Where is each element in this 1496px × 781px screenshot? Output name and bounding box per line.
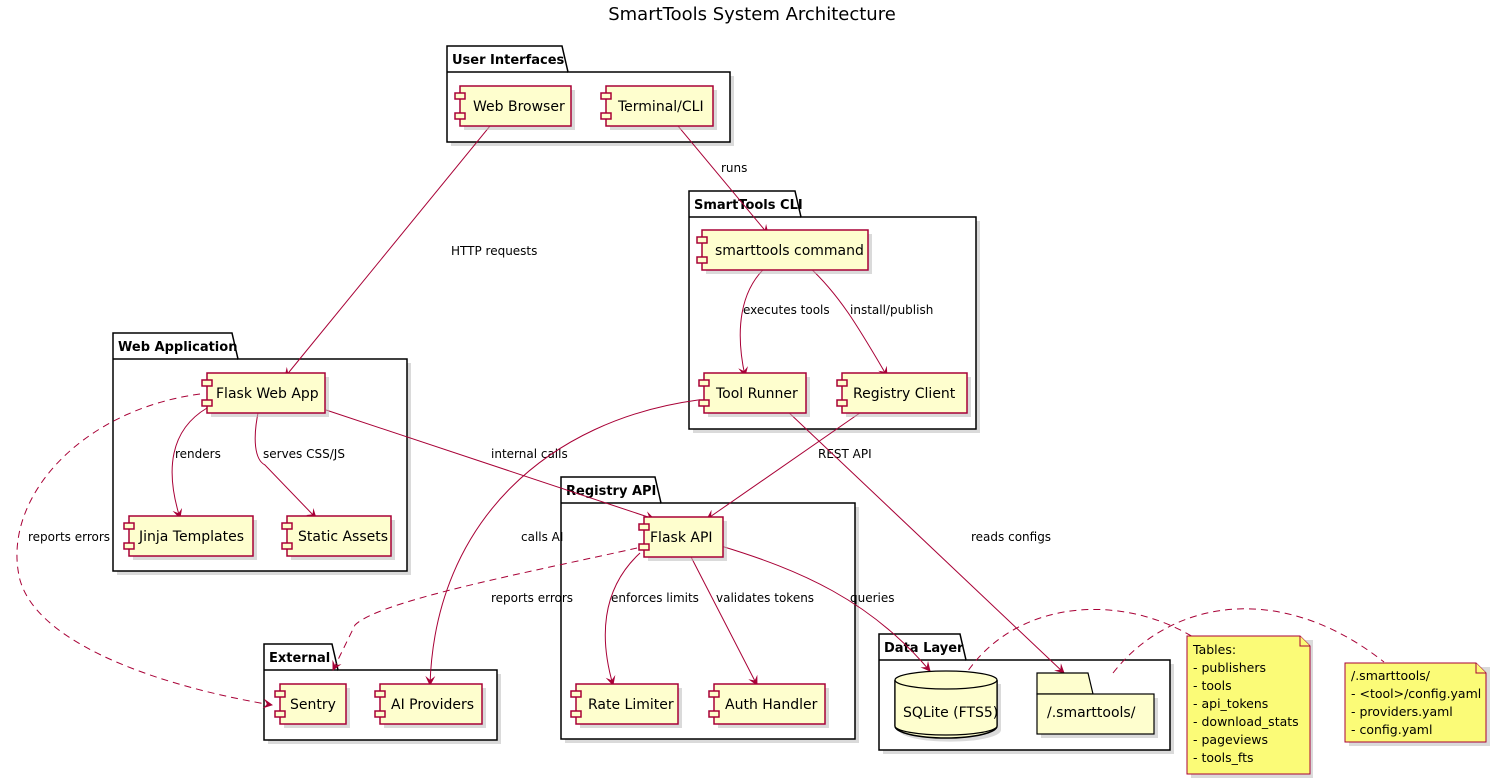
note-connector-tables (961, 608, 1199, 681)
component-rate-limiter[interactable]: Rate Limiter (570, 683, 682, 728)
note-line: - providers.yaml (1351, 704, 1453, 719)
edge-label-executes-tools: executes tools (743, 303, 830, 317)
svg-text:Rate Limiter: Rate Limiter (588, 697, 674, 713)
svg-text:Tool Runner: Tool Runner (715, 386, 798, 402)
edge-reports-errors-api (332, 547, 638, 671)
note-line: - publishers (1193, 660, 1266, 675)
note-line: - pageviews (1193, 732, 1268, 747)
note-line: - tools_fts (1193, 750, 1254, 765)
svg-text:Terminal/CLI: Terminal/CLI (617, 99, 704, 115)
edge-label-queries: queries (850, 591, 895, 605)
edge-renders (171, 407, 208, 519)
svg-text:Flask API: Flask API (650, 530, 713, 546)
package-label: Registry API (566, 484, 656, 499)
component-static-assets[interactable]: Static Assets (281, 515, 395, 560)
svg-text:smarttools command: smarttools command (715, 243, 864, 259)
folder-smarttools[interactable]: /.smarttools/ (1036, 672, 1158, 738)
note-connector-config (1112, 608, 1385, 674)
svg-text:SQLite (FTS5): SQLite (FTS5) (903, 705, 998, 721)
component-web-browser[interactable]: Web Browser (454, 85, 575, 130)
edge-label-rest-api: REST API (818, 447, 872, 461)
component-jinja-templates[interactable]: Jinja Templates (123, 515, 257, 560)
edge-install-publish (807, 265, 888, 377)
note-line: - tools (1193, 678, 1232, 693)
edge-internal-calls (325, 409, 655, 521)
note-line: - download_stats (1193, 714, 1299, 729)
package-registry-api: Registry API (560, 476, 859, 743)
edge-label-reports-errors-api: reports errors (491, 591, 573, 605)
edge-label-http-requests: HTTP requests (451, 244, 537, 258)
package-label: External (269, 651, 330, 666)
edge-label-calls-ai: calls AI (521, 530, 563, 544)
note-line: - config.yaml (1351, 722, 1432, 737)
diagram-title: SmartTools System Architecture (608, 4, 896, 25)
note-line: - api_tokens (1193, 696, 1268, 711)
component-registry-client[interactable]: Registry Client (836, 372, 971, 417)
edge-label-install-publish: install/publish (850, 303, 933, 317)
edge-label-validates-tokens: validates tokens (716, 591, 814, 605)
svg-text:Registry Client: Registry Client (853, 386, 956, 402)
package-label: User Interfaces (452, 53, 565, 68)
edge-label-enforces-limits: enforces limits (611, 591, 699, 605)
note-tables: Tables: - publishers - tools - api_tokens - … (1186, 635, 1313, 778)
edge-rest-api (706, 407, 868, 520)
component-ai-providers[interactable]: AI Providers (374, 683, 486, 728)
edge-enforces-limits (604, 552, 641, 686)
edge-queries (720, 545, 931, 672)
edge-label-reports-errors-web: reports errors (28, 530, 110, 544)
package-label: Data Layer (884, 641, 964, 656)
component-flask-web-app[interactable]: Flask Web App (201, 372, 329, 417)
edge-validates-tokens (688, 552, 758, 686)
component-auth-handler[interactable]: Auth Handler (708, 683, 829, 728)
note-config: /.smarttools/ - <tool>/config.yaml - provi… (1344, 662, 1490, 746)
edge-reports-errors-web (16, 393, 273, 709)
edge-executes-tools (738, 265, 768, 377)
note-line: Tables: (1192, 642, 1236, 657)
edge-calls-ai (425, 399, 699, 686)
package-label: Web Application (118, 340, 237, 355)
svg-text:/.smarttools/: /.smarttools/ (1047, 705, 1136, 721)
svg-text:Flask Web App: Flask Web App (216, 386, 319, 402)
edge-label-renders: renders (175, 447, 221, 461)
component-smarttools-command[interactable]: smarttools command (696, 229, 872, 274)
svg-text:AI Providers: AI Providers (391, 697, 474, 713)
component-tool-runner[interactable]: Tool Runner (698, 372, 810, 417)
database-sqlite[interactable]: SQLite (FTS5) (894, 670, 1001, 742)
svg-text:Auth Handler: Auth Handler (725, 697, 818, 713)
package-label: SmartTools CLI (694, 198, 803, 213)
component-sentry[interactable]: Sentry (274, 683, 350, 728)
svg-text:Sentry: Sentry (290, 697, 336, 713)
svg-text:Jinja Templates: Jinja Templates (138, 529, 244, 545)
edge-reads-configs (783, 407, 1065, 674)
svg-text:Static Assets: Static Assets (298, 529, 388, 545)
edge-label-internal-calls: internal calls (491, 447, 568, 461)
edge-label-runs: runs (721, 161, 747, 175)
edge-label-reads-configs: reads configs (971, 530, 1051, 544)
edge-serves-css-js (254, 407, 317, 519)
edges: runs HTTP requests executes tools instal… (16, 125, 1385, 709)
svg-text:Web Browser: Web Browser (473, 99, 565, 115)
edge-http-requests (284, 125, 491, 378)
note-line: - <tool>/config.yaml (1351, 686, 1481, 701)
component-terminal-cli[interactable]: Terminal/CLI (600, 85, 717, 130)
component-flask-api[interactable]: Flask API (638, 516, 727, 561)
note-line: /.smarttools/ (1351, 668, 1431, 683)
edge-runs (677, 125, 769, 235)
edge-label-serves-css-js: serves CSS/JS (263, 447, 345, 461)
